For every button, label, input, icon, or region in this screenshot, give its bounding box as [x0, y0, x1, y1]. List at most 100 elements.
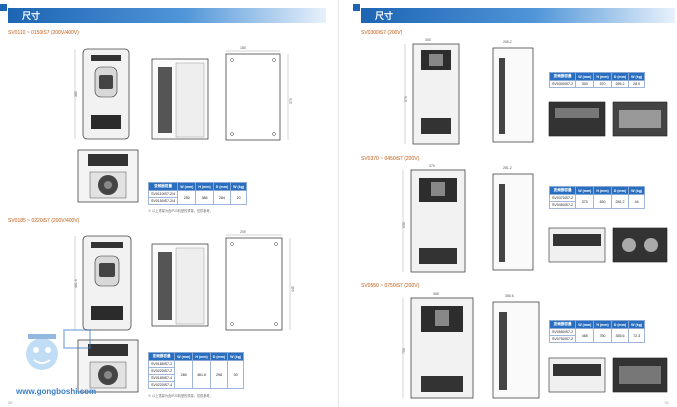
- table-cell: 570: [593, 80, 612, 88]
- left-page-title: 尺寸: [22, 11, 41, 21]
- col-header: H (mm): [593, 72, 612, 81]
- table-row: SV0220iS7-4: [147, 381, 244, 389]
- col-header: H (mm): [593, 186, 612, 195]
- header-square-icon: [0, 4, 7, 11]
- table-cell: SV0300iS7-2: [548, 80, 577, 88]
- side-view-drawing: [148, 55, 218, 143]
- table-cell: SV0185iS7-4: [147, 374, 176, 382]
- right-page-title: 尺寸: [375, 11, 394, 21]
- table-cell: 280: [174, 360, 194, 389]
- table-row: SV0150iS7-2/4: [147, 197, 247, 205]
- section-heading: SV0300iS7 (200V): [361, 30, 403, 36]
- col-header: D (mm): [212, 182, 232, 191]
- table-cell: 630: [593, 194, 612, 209]
- table-cell: 20: [230, 190, 248, 205]
- front-view-drawing: 385: [73, 45, 143, 141]
- table-cell: 461.6: [192, 360, 211, 389]
- front-height-dim: 630: [402, 222, 406, 228]
- side-depth-dim: 355.6: [505, 294, 514, 298]
- col-header: W (mm): [575, 320, 595, 329]
- page-number: 30: [8, 400, 13, 405]
- col-header: 变频器容量: [147, 182, 179, 191]
- table-header-row: 变频器容量 W (mm) H (mm) D (mm) W (kg): [147, 352, 245, 361]
- col-header: W (mm): [575, 72, 595, 81]
- section-heading: SV0110 ~ 0150iS7 (200V/400V): [8, 30, 79, 36]
- col-header: H (mm): [192, 352, 211, 361]
- table-header-row: 变频器容量 W (mm) H (mm) D (mm) W (kg): [548, 186, 646, 195]
- rear-view-drawing: 200 445: [220, 228, 300, 334]
- watermark-text: www.gongboshi.com: [16, 387, 97, 396]
- spec-table: 变频器容量 W (mm) H (mm) D (mm) W (kg) SV0550…: [548, 320, 646, 343]
- front-height-dim: 750: [402, 348, 406, 354]
- front-view-drawing: 461.6: [73, 232, 143, 332]
- col-header: W (mm): [174, 352, 194, 361]
- table-row: SV0550iS7-2 465 750 355.6 72.3: [548, 328, 646, 343]
- side-depth-dim: 281.2: [503, 166, 512, 170]
- front-height-dim: 570: [404, 96, 408, 102]
- side-view-drawing: 355.6: [489, 292, 545, 402]
- section-heading: SV0370 ~ 0450iS7 (200V): [361, 156, 420, 162]
- bottom-view-drawing: [74, 338, 144, 396]
- table-cell: 300: [575, 80, 595, 88]
- table-cell: SV0370iS7-2: [548, 194, 577, 202]
- bottom-view-drawing: [547, 356, 669, 396]
- table-cell: 72.3: [628, 328, 646, 343]
- col-header: W (kg): [227, 352, 245, 361]
- spec-table: 变频器容量 W (mm) H (mm) D (mm) W (kg) SV0370…: [548, 186, 646, 209]
- col-header: W (mm): [177, 182, 197, 191]
- col-header: 变频器容量: [147, 352, 176, 361]
- right-header-bar: 尺寸: [353, 4, 675, 23]
- table-cell: 250: [177, 190, 197, 205]
- table-note: ※ 以上重量为含IP20机型的重量，仅供参考。: [148, 394, 213, 398]
- table-cell: 750: [593, 328, 612, 343]
- right-page: 尺寸 SV0300iS7 (200V) 300 570 265.2 变频器容量 …: [339, 0, 677, 407]
- col-header: D (mm): [610, 320, 630, 329]
- front-width-dim: 370: [429, 164, 435, 168]
- table-cell: SV0110iS7-2/4: [147, 190, 179, 198]
- spec-table: 变频器容量 W (mm) H (mm) D (mm) W (kg) SV0110…: [147, 182, 248, 205]
- spec-table: 变频器容量 W (mm) H (mm) D (mm) W (kg) SV0300…: [548, 72, 646, 88]
- col-header: D (mm): [610, 186, 630, 195]
- table-cell: 281.2: [610, 194, 630, 209]
- table-header-row: 变频器容量 W (mm) H (mm) D (mm) W (kg): [147, 182, 248, 191]
- table-row: SV0370iS7-2 370 630 281.2 44: [548, 194, 646, 209]
- table-cell: 28.0: [628, 80, 646, 88]
- table-cell: SV0220iS7-4: [147, 381, 176, 389]
- mount-width-dim: 180: [240, 46, 246, 50]
- table-row: SV0750iS7-2: [548, 335, 645, 343]
- bottom-view-drawing: [74, 148, 144, 206]
- col-header: 变频器容量: [548, 72, 577, 81]
- page-fold: [338, 0, 339, 407]
- table-cell: 465: [575, 328, 595, 343]
- table-row: SV0185iS7-2 280 461.6 298 30: [147, 360, 245, 389]
- table-header-row: 变频器容量 W (mm) H (mm) D (mm) W (kg): [548, 72, 646, 81]
- spec-table: 变频器容量 W (mm) H (mm) D (mm) W (kg) SV0185…: [147, 352, 245, 389]
- front-view-drawing: 465 750: [399, 290, 483, 402]
- section-heading: SV0550 ~ 0750iS7 (200V): [361, 283, 420, 289]
- front-height-dim: 461.6: [74, 279, 78, 288]
- table-header-row: 变频器容量 W (mm) H (mm) D (mm) W (kg): [548, 320, 646, 329]
- left-header-bar: 尺寸: [0, 4, 326, 23]
- col-header: H (mm): [593, 320, 612, 329]
- mount-height-dim: 370: [289, 98, 293, 104]
- table-cell: 265.2: [610, 80, 630, 88]
- table-note: ※ 以上重量为含IP20机型的重量，仅供参考。: [148, 209, 213, 213]
- section-heading: SV0185 ~ 0220iS7 (200V/400V): [8, 218, 80, 224]
- col-header: W (mm): [575, 186, 595, 195]
- table-cell: 370: [575, 194, 595, 209]
- table-cell: SV0550iS7-2: [548, 328, 577, 336]
- table-row: SV0110iS7-2/4 250 385 284 20: [147, 190, 248, 205]
- col-header: 变频器容量: [548, 320, 577, 329]
- col-header: 变频器容量: [548, 186, 577, 195]
- mount-height-dim: 445: [291, 286, 295, 292]
- page-number: 31: [664, 400, 669, 405]
- header-square-icon: [353, 4, 360, 11]
- side-view-drawing: [148, 240, 218, 330]
- left-page: 尺寸 SV0110 ~ 0150iS7 (200V/400V) 385 180: [0, 0, 338, 407]
- table-cell: SV0185iS7-2: [147, 360, 176, 368]
- col-header: W (kg): [628, 72, 646, 81]
- table-cell: SV0150iS7-2/4: [147, 197, 179, 205]
- col-header: D (mm): [610, 72, 630, 81]
- col-header: W (kg): [628, 186, 646, 195]
- front-height-dim: 385: [74, 91, 78, 97]
